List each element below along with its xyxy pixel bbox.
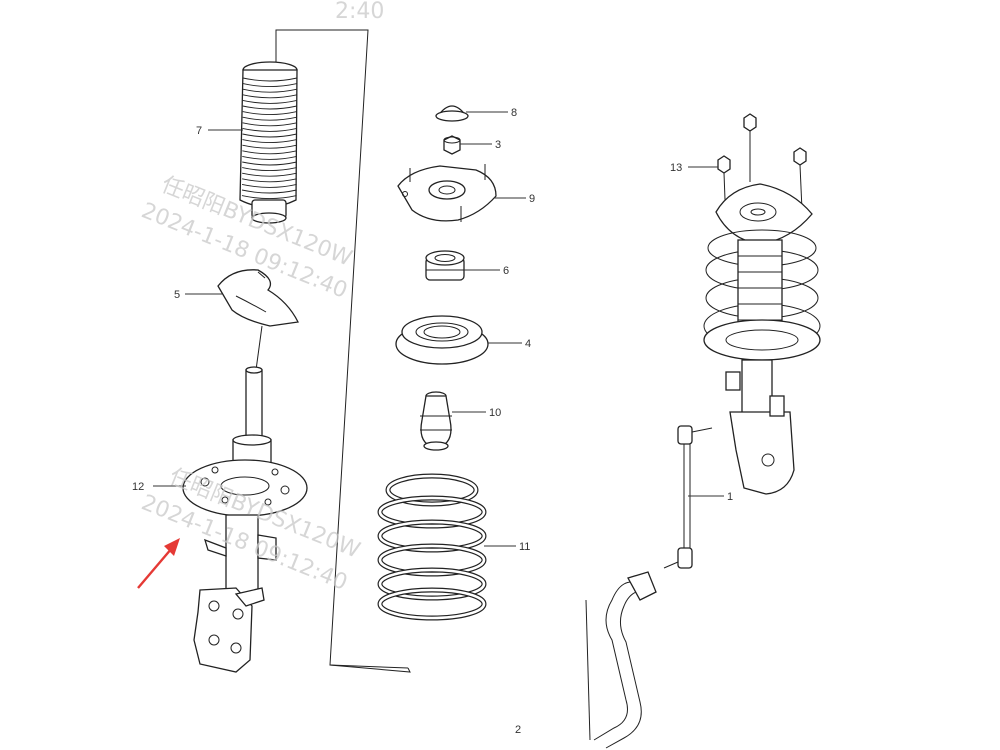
stabilizer-bar-part-2	[585, 571, 657, 749]
red-arrow-icon	[137, 538, 180, 589]
assembled-strut	[703, 113, 821, 495]
watermark-stamp-top: 2:40	[335, 0, 384, 24]
coil-spring-part-11	[377, 473, 487, 621]
callout-9: 9	[529, 193, 535, 205]
callout-8: 8	[511, 107, 517, 119]
spring-seat-part-5	[217, 269, 299, 327]
stabilizer-link-part-1	[663, 425, 713, 569]
callout-11: 11	[519, 541, 530, 553]
callout-5: 5	[174, 289, 180, 301]
callout-2: 2	[515, 724, 521, 736]
callout-12: 12	[132, 481, 144, 493]
nut-part-3	[443, 135, 461, 155]
group-bracket	[275, 29, 411, 673]
callout-6: 6	[503, 265, 509, 277]
strut-assembly	[182, 325, 308, 673]
callout-13: 13	[670, 162, 682, 174]
dust-boot-part-7	[239, 61, 298, 224]
top-mount-part-9	[397, 164, 497, 222]
callout-10: 10	[489, 407, 501, 419]
callout-labels: 7 5 12 8 3 9 6 4 10 11 1 13 2	[132, 107, 733, 736]
bearing-seat-part-4	[395, 315, 489, 365]
callout-3: 3	[495, 139, 501, 151]
bearing-part-6	[425, 250, 465, 281]
leader-lines	[153, 111, 724, 547]
callout-1: 1	[727, 491, 733, 503]
callout-4: 4	[525, 338, 531, 350]
cap-part-8	[435, 105, 469, 122]
bump-stop-part-10	[420, 391, 452, 451]
callout-7: 7	[196, 125, 202, 137]
